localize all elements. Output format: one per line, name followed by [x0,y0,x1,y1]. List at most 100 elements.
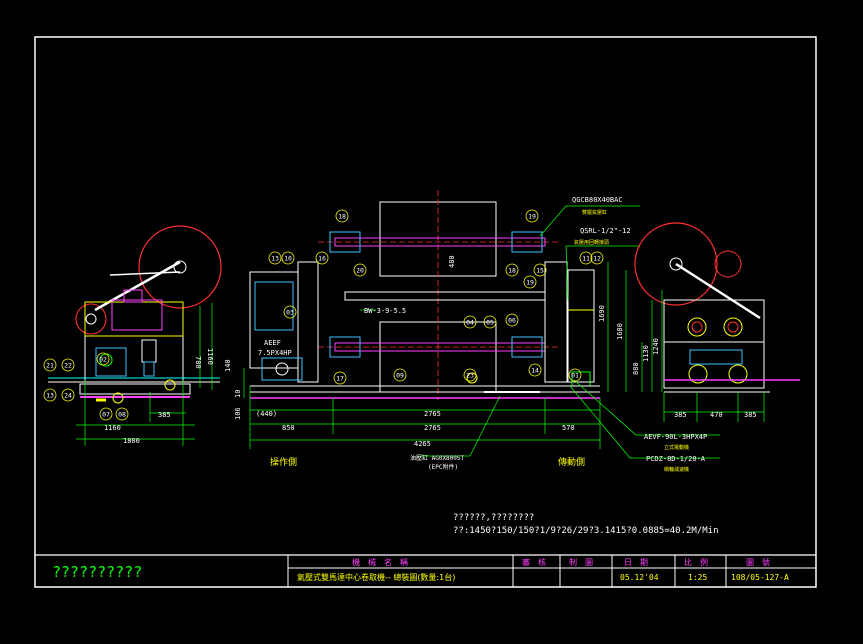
dim-front-10: 10 [234,390,242,398]
dim-left-385: 385 [158,411,171,419]
note-line-2: ??:1450?150/150?1/9?26/29?3.1415?0.0885=… [453,526,719,536]
part-balloon [43,388,57,402]
dim-right-1240: 1240 [652,338,660,355]
part-balloon [483,315,497,329]
part-number-label: 18 [338,213,346,221]
part-balloon [96,352,110,366]
part-number-label: 17 [336,375,344,383]
part-number-label: 01 [571,372,579,380]
part-number-label: 21 [46,362,54,370]
notes: ??????,???????? ??:1450?150/150?1/9?26/2… [453,513,719,536]
part-balloon [268,251,282,265]
dim-front-570: 570 [562,424,575,432]
dim-front-440: (440) [256,410,277,418]
part-number-label: 06 [508,317,516,325]
dim-right-385-a: 385 [674,411,687,419]
part-balloon [315,251,329,265]
part-balloon [525,209,539,223]
part-number-label: 13 [46,392,54,400]
dim-front-480: 480 [448,255,456,268]
left-roll-circle [138,225,222,309]
callouts: QGCB80X40BAC 雙擺氣壓缸 QSRL-1/2"-12 氣壓用回轉接頭 … [258,196,707,473]
part-number-label: 03 [286,309,294,317]
machine-name: 氣壓式雙馬達中心卷取機-- 總裝圖(數量:1台) [297,572,455,582]
reducer-model: PCDZ-8D-1/20-A [646,455,706,463]
part-balloon [281,251,295,265]
dim-right-470: 470 [710,411,723,419]
dim-left-780: 780 [194,356,202,369]
part-balloon [333,371,347,385]
header-drawing-no: 圖 號 [746,557,770,567]
part-number-label: 16 [318,255,326,263]
part-balloon [579,251,593,265]
dim-left-1800: 1800 [123,437,140,445]
header-machine-name: 機 械 名 稱 [352,557,408,567]
right-motor-model: AEVF-90L-3HPX4P [644,433,707,441]
note-line-1: ??????,???????? [453,513,534,523]
part-number-label: 15 [536,267,544,275]
drawing-date: 05.12'04 [620,573,659,582]
encoder-model: BW-3-9-5.5 [364,307,406,315]
drawing-border [34,36,817,588]
left-roll-hub [173,260,187,274]
header-date: 日 期 [624,558,648,567]
left-motor-power: 7.5PX4HP [258,349,292,357]
part-balloon [61,358,75,372]
dim-right-385-b: 385 [744,411,757,419]
part-balloon [283,305,297,319]
part-balloon [523,275,537,289]
part-balloon [505,313,519,327]
part-balloon [590,251,604,265]
part-number-label: 05 [486,319,494,327]
dim-right-880: 880 [632,362,640,375]
header-scale: 比 例 [684,557,708,567]
part-balloon [43,358,57,372]
drive-side-label: 傳動側 [558,456,585,468]
drawing-scale: 1:25 [688,573,707,582]
part-number-label: 22 [64,362,72,370]
right-roll-circle [634,222,718,306]
part-balloon [463,315,477,329]
dim-front-2765-b: 2765 [424,424,441,432]
part-number-label: 20 [356,267,364,275]
part-balloon [568,368,582,382]
part-number-label: 19 [528,213,536,221]
part-number-label: 24 [64,392,72,400]
left-motor-model: AEEF [264,339,281,347]
dim-front-140: 140 [224,359,232,372]
part-balloon [528,363,542,377]
part-number-label: 09 [396,372,404,380]
part-number-label: 12 [593,255,601,263]
part-balloon [99,407,113,421]
dimensions: 1800 1160 385 780 1160 (440) 850 2765 27… [104,255,757,448]
dim-left-1160-v: 1160 [206,348,214,365]
header-draw: 制 圖 [569,557,593,567]
part-number-label: 14 [531,367,539,375]
dim-right-1130: 1130 [642,345,650,362]
epc-model: 油壓缸 AG0X800ST [410,454,465,462]
part-number-label: 04 [466,319,474,327]
part-balloon [61,388,75,402]
part-balloon [463,368,477,382]
drawing-number: 108/05-127-A [731,573,789,582]
joint-desc: 氣壓用回轉接頭 [574,239,609,246]
epc-desc: (EPC附件) [428,463,458,471]
part-balloon [393,368,407,382]
part-number-label: 07 [102,411,110,419]
part-number-label: 08 [118,411,126,419]
dim-left-1160: 1160 [104,424,121,432]
reducer-desc: 蝸輪減速機 [664,466,689,473]
part-number-label: 10 [284,255,292,263]
left-motor [261,357,303,381]
dim-front-1690: 1690 [598,305,606,322]
part-balloon [505,263,519,277]
cylinder-model: QGCB80X40BAC [572,196,623,204]
dim-front-850: 850 [282,424,295,432]
company-name: ?????????? [52,563,142,581]
operate-side-label: 操作側 [270,456,297,468]
part-number-label: 13 [271,255,279,263]
part-number-label: 23 [466,372,474,380]
part-balloon [335,209,349,223]
